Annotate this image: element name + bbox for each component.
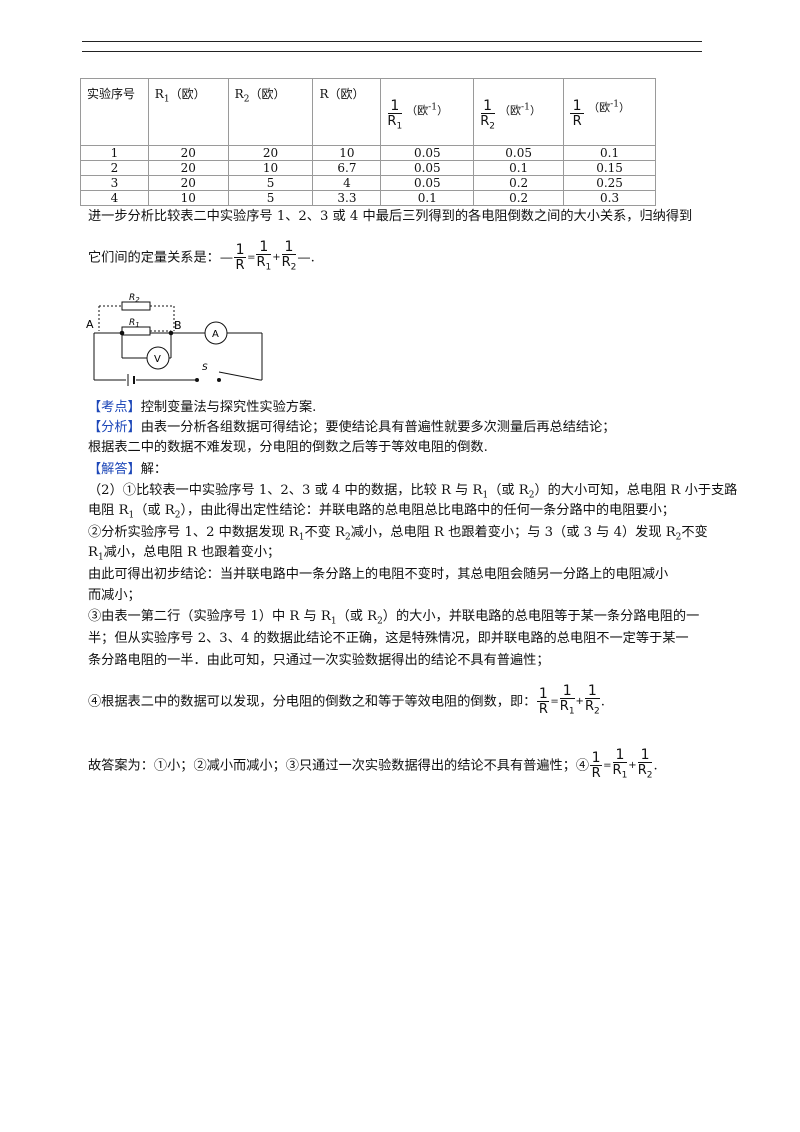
table-cell: 5 — [227, 175, 314, 191]
fenxi-line: 【分析】由表一分析各组数据可得结论；要使结论具有普遍性就要多次测量后再总结结论； — [88, 420, 616, 435]
point-a-label: A — [86, 318, 94, 331]
kaodian-line: 【考点】控制变量法与探究性实验方案. — [88, 400, 317, 415]
table-cell: 20 — [147, 160, 229, 176]
fenxi-line-2: 根据表二中的数据不难发现，分电阻的倒数之后等于等效电阻的倒数. — [88, 440, 488, 455]
paragraph-analysis: 进一步分析比较表二中实验序号 1、2、3 或 4 中最后三列得到的各电阻倒数之间… — [88, 209, 693, 224]
table-cell: 20 — [147, 145, 229, 161]
header-cell: R2（欧） — [227, 78, 314, 146]
table-cell: 0.05 — [473, 145, 565, 161]
table-cell: 0.25 — [563, 175, 656, 191]
table-cell: 0.3 — [563, 190, 656, 206]
circuit-diagram: A B R2 R1 A V S — [86, 293, 263, 386]
jieda-line: 【解答】解： — [88, 462, 168, 477]
table-cell: 3.3 — [312, 190, 382, 206]
voltmeter-label: V — [154, 354, 161, 365]
point-b-label: B — [174, 319, 182, 332]
table-cell: 2 — [80, 160, 149, 176]
table-cell: 1 — [80, 145, 149, 161]
solution-line-7: ③由表一第二行（实验序号 1）中 R 与 R1（或 R2）的大小，并联电路的总电… — [88, 609, 700, 627]
table-cell: 20 — [147, 175, 229, 191]
table-cell: 10 — [227, 160, 314, 176]
solution-line-4: R1减小，总电阻 R 也跟着变小； — [88, 545, 281, 563]
header-rule-bottom — [82, 51, 702, 52]
table-cell: 0.2 — [473, 175, 565, 191]
table-cell: 0.1 — [563, 145, 656, 161]
solution-line-5: 由此可得出初步结论：当并联电路中一条分路上的电阻不变时，其总电阻会随另一分路上的… — [88, 567, 669, 582]
header-cell: 实验序号 — [80, 78, 149, 146]
table-cell: 10 — [147, 190, 229, 206]
switch-label: S — [202, 363, 208, 373]
header-cell: R（欧） — [312, 78, 382, 146]
solution-line-8: 半；但从实验序号 2、3、4 的数据此结论不正确，这是特殊情况，即并联电路的总电… — [88, 631, 689, 646]
r1-label: R1 — [129, 318, 140, 329]
table-cell: 0.2 — [473, 190, 565, 206]
table-cell: 0.1 — [380, 190, 475, 206]
header-cell: R1（欧） — [147, 78, 229, 146]
solution-line-2: 电阻 R1（或 R2），由此得出定性结论：并联电路的总电阻总比电路中的任何一条分… — [88, 503, 675, 521]
table-cell: 5 — [227, 190, 314, 206]
table-cell: 4 — [80, 190, 149, 206]
solution-line-3: ②分析实验序号 1、2 中数据发现 R1不变 R2减小，总电阻 R 也跟着变小；… — [88, 525, 708, 543]
table-cell: 0.05 — [380, 175, 475, 191]
table-cell: 0.1 — [473, 160, 565, 176]
table-cell: 0.05 — [380, 145, 475, 161]
table-cell: 20 — [227, 145, 314, 161]
solution-line-6: 而减小； — [88, 588, 141, 603]
solution-line-1: （2）①比较表一中实验序号 1、2、3 或 4 中的数据，比较 R 与 R1（或… — [88, 483, 738, 501]
table-cell: 3 — [80, 175, 149, 191]
table-cell: 10 — [312, 145, 382, 161]
table-cell: 4 — [312, 175, 382, 191]
table-cell: 0.05 — [380, 160, 475, 176]
solution-line-9: 条分路电阻的一半．由此可知，只通过一次实验数据得出的结论不具有普遍性； — [88, 653, 550, 668]
table-cell: 6.7 — [312, 160, 382, 176]
table-cell: 0.15 — [563, 160, 656, 176]
header-rule-top — [82, 41, 702, 42]
ammeter-label: A — [212, 329, 219, 340]
r2-label: R2 — [129, 293, 140, 304]
